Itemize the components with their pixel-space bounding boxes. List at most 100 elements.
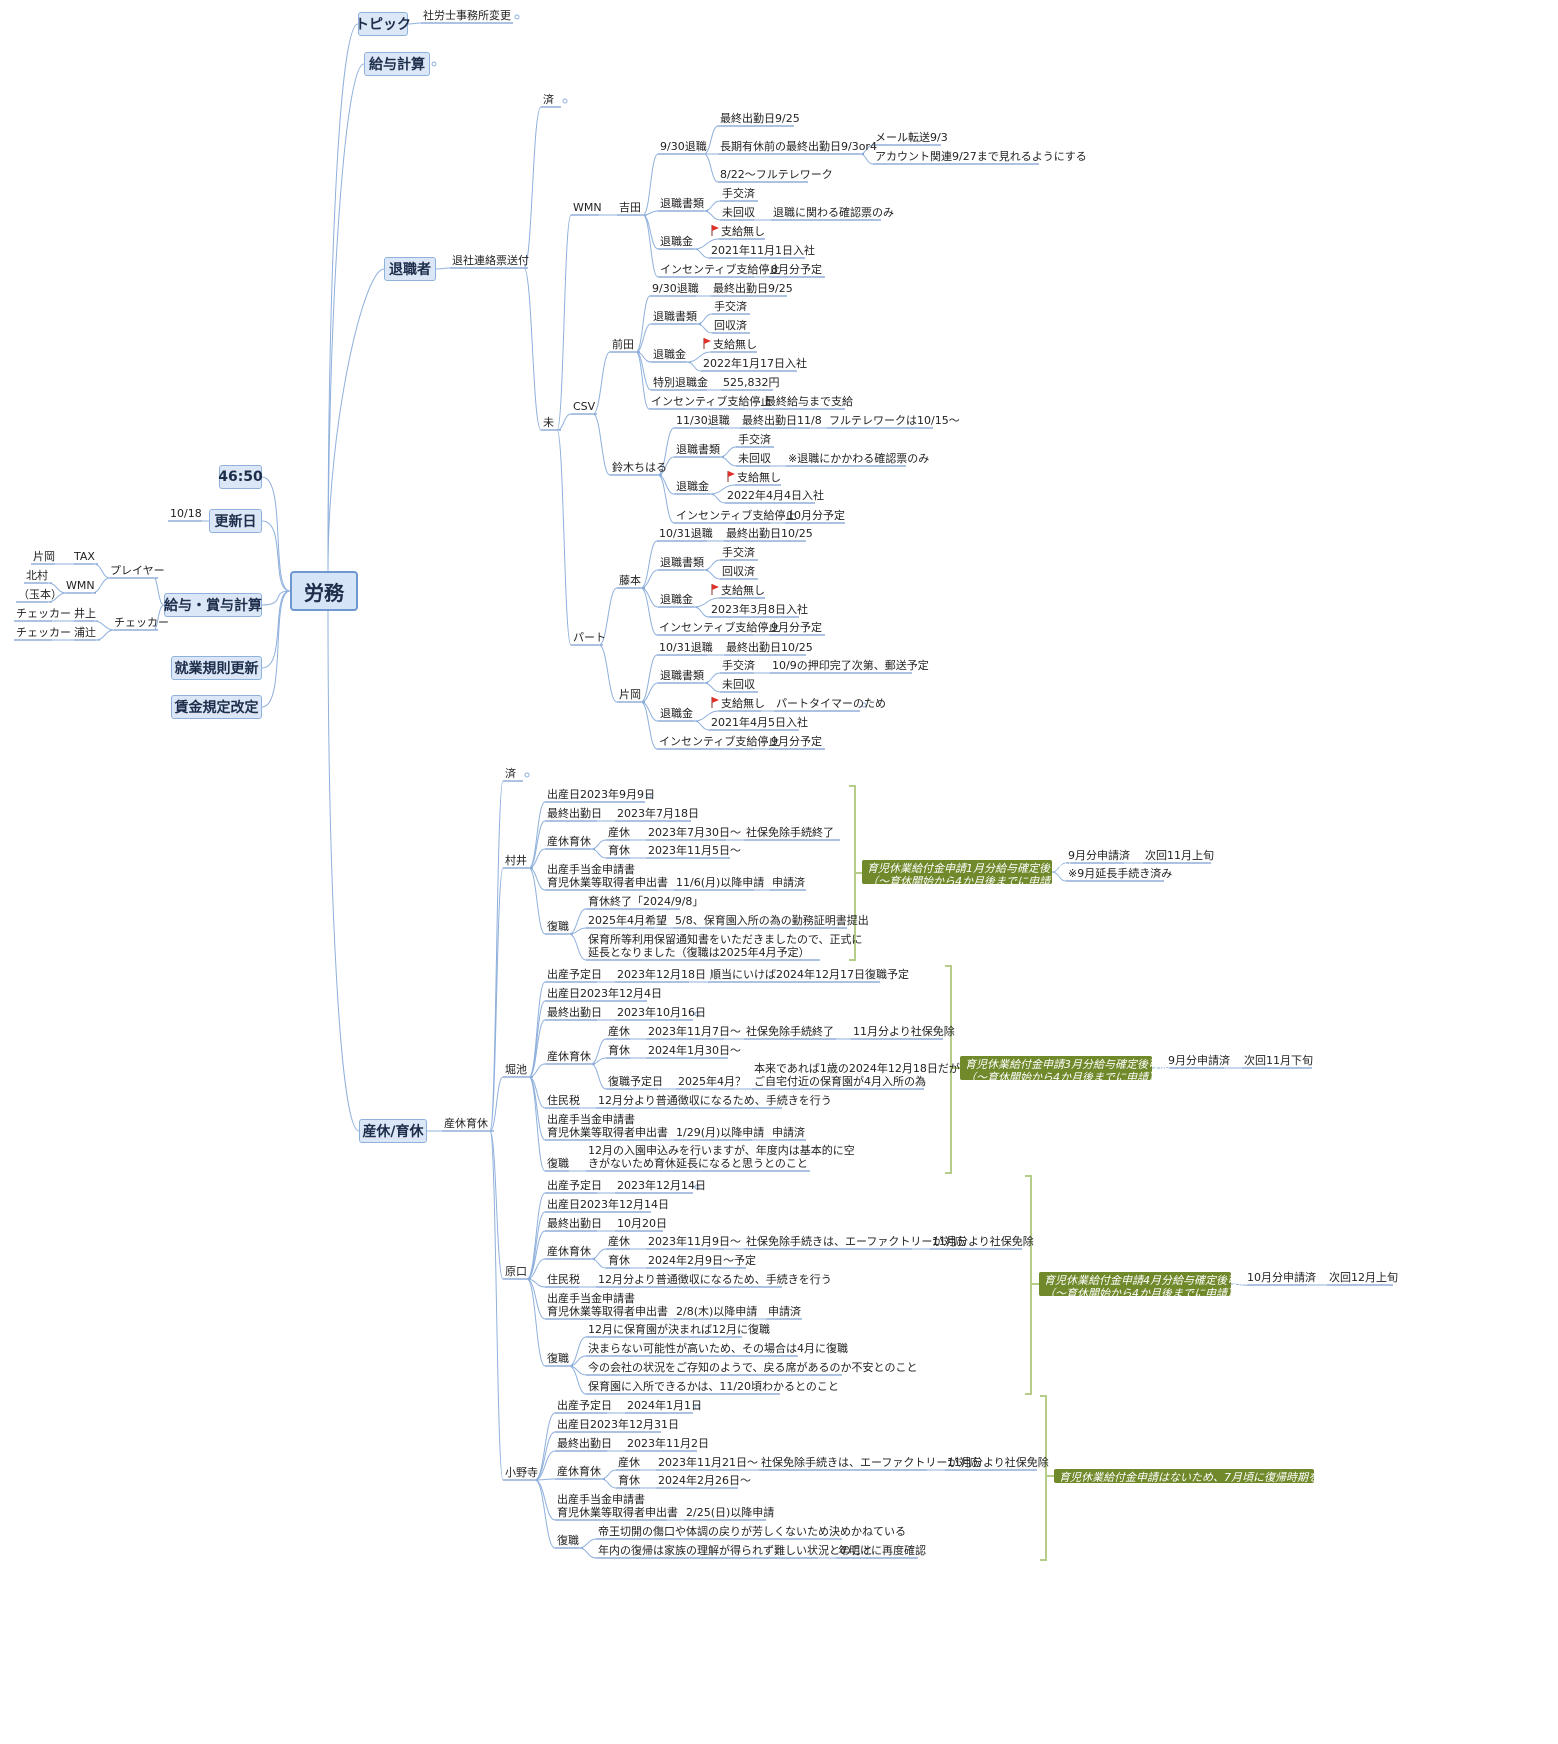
s-1130[interactable]: 11/30退職 bbox=[676, 414, 730, 427]
ret-suzuki[interactable]: 鈴木ちはる bbox=[612, 461, 667, 474]
y-mail[interactable]: メール転送9/3 bbox=[875, 131, 948, 144]
on-ikukyu-v[interactable]: 2024年2月26日〜 bbox=[658, 1474, 751, 1487]
s-docs-done[interactable]: 手交済 bbox=[738, 433, 771, 446]
k-docs-done[interactable]: 手交済 bbox=[722, 659, 755, 672]
ho-apply[interactable]: 出産手当金申請書 育児休業等取得者申出書 bbox=[547, 1113, 668, 1139]
ho-sankyu-note2[interactable]: 11月分より社保免除 bbox=[853, 1025, 955, 1038]
topic-topic[interactable]: トピック bbox=[355, 12, 411, 36]
ho-leave[interactable]: 産休育休 bbox=[547, 1050, 591, 1063]
s-docs[interactable]: 退職書類 bbox=[676, 443, 720, 456]
m-docs-done[interactable]: 手交済 bbox=[714, 300, 747, 313]
h-docs[interactable]: 退職書類 bbox=[660, 556, 704, 569]
k-1031[interactable]: 10/31退職 bbox=[659, 641, 713, 654]
ha-birth[interactable]: 出産日2023年12月14日 bbox=[547, 1198, 669, 1211]
mu-end[interactable]: 育休終了「2024/9/8」 bbox=[588, 895, 704, 908]
salary-player[interactable]: プレイヤー bbox=[110, 564, 165, 577]
h-join[interactable]: 2023年3月8日入社 bbox=[711, 603, 808, 616]
mu-apply[interactable]: 出産手当金申請書 育児休業等取得者申出書 bbox=[547, 863, 668, 889]
y-inc[interactable]: インセンティブ支給停止 bbox=[660, 263, 781, 276]
ho-b1[interactable]: 9月分申請済 bbox=[1168, 1054, 1230, 1067]
m-930[interactable]: 9/30退職 bbox=[652, 282, 699, 295]
ret-hashimoto[interactable]: 藤本 bbox=[619, 574, 641, 587]
k-pay-note[interactable]: パートタイマーのため bbox=[776, 697, 886, 710]
mu-sankyu[interactable]: 産休 bbox=[608, 826, 630, 839]
on-benefit[interactable]: 育児休業給付金申請はないため、7月頃に復帰時期を確認する bbox=[1054, 1469, 1363, 1484]
ha-last[interactable]: 最終出勤日 bbox=[547, 1217, 602, 1230]
mu-ikukyu[interactable]: 育休 bbox=[608, 844, 630, 857]
ret-wmn[interactable]: WMN bbox=[573, 201, 602, 214]
h-pay-none[interactable]: 支給無し bbox=[721, 584, 765, 597]
ho-last[interactable]: 最終出勤日 bbox=[547, 1006, 602, 1019]
mu-b2[interactable]: ※9月延長手続き済み bbox=[1068, 867, 1173, 880]
mu-leave[interactable]: 産休育休 bbox=[547, 835, 591, 848]
y-docs[interactable]: 退職書類 bbox=[660, 197, 704, 210]
ho-return[interactable]: 復職 bbox=[547, 1157, 569, 1170]
ha-tax-v[interactable]: 12月分より普通徴収になるため、手続きを行う bbox=[598, 1273, 832, 1286]
sal-wmn[interactable]: WMN bbox=[66, 579, 95, 592]
on-due-v[interactable]: 2024年1月1日 bbox=[627, 1399, 702, 1412]
mu-last[interactable]: 最終出勤日 bbox=[547, 807, 602, 820]
salary-checker[interactable]: チェッカー bbox=[114, 616, 169, 629]
m-pay[interactable]: 退職金 bbox=[653, 348, 686, 361]
k-inc[interactable]: インセンティブ支給停止 bbox=[659, 735, 780, 748]
ha-sankyu-note2[interactable]: 11月分より社保免除 bbox=[932, 1235, 1034, 1248]
m-inc-v[interactable]: 最終給与まで支給 bbox=[765, 395, 853, 408]
m-special[interactable]: 特別退職金 bbox=[653, 376, 708, 389]
mat-leave[interactable]: 産休育休 bbox=[444, 1117, 488, 1130]
mu-birth[interactable]: 出産日2023年9月9日 bbox=[547, 788, 655, 801]
on-sankyu[interactable]: 産休 bbox=[618, 1456, 640, 1469]
on-sankyu-v[interactable]: 2023年11月21日〜 bbox=[658, 1456, 758, 1469]
mu-sankyu-note[interactable]: 社保免除手続終了 bbox=[746, 826, 834, 839]
sal-kiyotsuji[interactable]: 浦辻 bbox=[74, 626, 96, 639]
mu-apply-st[interactable]: 申請済 bbox=[772, 876, 805, 889]
h-docs-done[interactable]: 手交済 bbox=[722, 546, 755, 559]
k-last[interactable]: 最終出勤日10/25 bbox=[726, 641, 813, 654]
on-sankyu-note[interactable]: 社保免除手続きは、エーファクトリーが対応 bbox=[761, 1456, 981, 1469]
topic-workrules[interactable]: 就業規則更新 bbox=[171, 656, 262, 680]
y-acct[interactable]: アカウント関連9/27まで見れるようにする bbox=[875, 150, 1087, 163]
mu-b1-next[interactable]: 次回11月上旬 bbox=[1145, 849, 1214, 862]
mat-done[interactable]: 済 bbox=[505, 767, 516, 780]
m-join[interactable]: 2022年1月17日入社 bbox=[703, 357, 807, 370]
ho-sankyu-note[interactable]: 社保免除手続終了 bbox=[746, 1025, 834, 1038]
sal-tamamoto[interactable]: （玉本） bbox=[18, 588, 62, 601]
ha-r2[interactable]: 決まらない可能性が高いため、その場合は4月に復職 bbox=[588, 1342, 848, 1355]
m-docs-col[interactable]: 回収済 bbox=[714, 319, 747, 332]
on-sankyu-note2[interactable]: 11月分より社保免除 bbox=[947, 1456, 1049, 1469]
y-pay-none[interactable]: 支給無し bbox=[721, 225, 765, 238]
ha-sankyu[interactable]: 産休 bbox=[608, 1235, 630, 1248]
sal-checker2[interactable]: チェッカー bbox=[16, 626, 71, 639]
ha-return[interactable]: 復職 bbox=[547, 1352, 569, 1365]
ha-apply-v[interactable]: 2/8(木)以降申請 bbox=[676, 1305, 758, 1318]
on-apply-v[interactable]: 2/25(日)以降申請 bbox=[686, 1506, 775, 1519]
ha-sankyu-v[interactable]: 2023年11月9日〜 bbox=[648, 1235, 741, 1248]
sal-kataoka[interactable]: 片岡 bbox=[33, 550, 55, 563]
root-node[interactable]: 労務 bbox=[290, 571, 358, 611]
mat-horiike[interactable]: 堀池 bbox=[505, 1063, 527, 1076]
s-docs-uncol[interactable]: 未回収 bbox=[738, 452, 771, 465]
ha-apply-st[interactable]: 申請済 bbox=[768, 1305, 801, 1318]
ho-due[interactable]: 出産予定日 bbox=[547, 968, 602, 981]
sal-inoue[interactable]: 井上 bbox=[74, 607, 96, 620]
ha-leave[interactable]: 産休育休 bbox=[547, 1245, 591, 1258]
h-last[interactable]: 最終出勤日10/25 bbox=[726, 527, 813, 540]
y-930[interactable]: 9/30退職 bbox=[660, 140, 707, 153]
ha-tax[interactable]: 住民税 bbox=[547, 1273, 580, 1286]
topic-wagerules[interactable]: 賃金規定改定 bbox=[171, 695, 262, 719]
on-apply[interactable]: 出産手当金申請書 育児休業等取得者申出書 bbox=[557, 1493, 678, 1519]
topic-maternity[interactable]: 産休/育休 bbox=[359, 1119, 427, 1143]
mu-ikukyu-v[interactable]: 2023年11月5日〜 bbox=[648, 844, 741, 857]
update-date[interactable]: 10/18 bbox=[170, 507, 202, 520]
on-r1[interactable]: 帝王切開の傷口や体調の戻りが芳しくないため決めかねている bbox=[598, 1525, 906, 1538]
k-docs-note[interactable]: 10/9の押印完了次第、郵送予定 bbox=[772, 659, 929, 672]
on-r2[interactable]: 年内の復帰は家族の理解が得られず難しい状況とのこと bbox=[598, 1544, 873, 1557]
ret-done[interactable]: 済 bbox=[543, 93, 554, 106]
m-inc[interactable]: インセンティブ支給停止 bbox=[651, 395, 772, 408]
s-docs-note[interactable]: ※退職にかかわる確認票のみ bbox=[788, 452, 930, 465]
k-docs-uncol[interactable]: 未回収 bbox=[722, 678, 755, 691]
ret-notice[interactable]: 退社連絡票送付 bbox=[452, 254, 529, 267]
ret-pending[interactable]: 未 bbox=[543, 416, 554, 429]
topic-update[interactable]: 更新日 bbox=[209, 509, 262, 533]
ho-return-v[interactable]: 12月の入園申込みを行いますが、年度内は基本的に空 きがないため育休延長になると… bbox=[588, 1144, 855, 1170]
ha-b1-next[interactable]: 次回12月上旬 bbox=[1329, 1271, 1398, 1284]
